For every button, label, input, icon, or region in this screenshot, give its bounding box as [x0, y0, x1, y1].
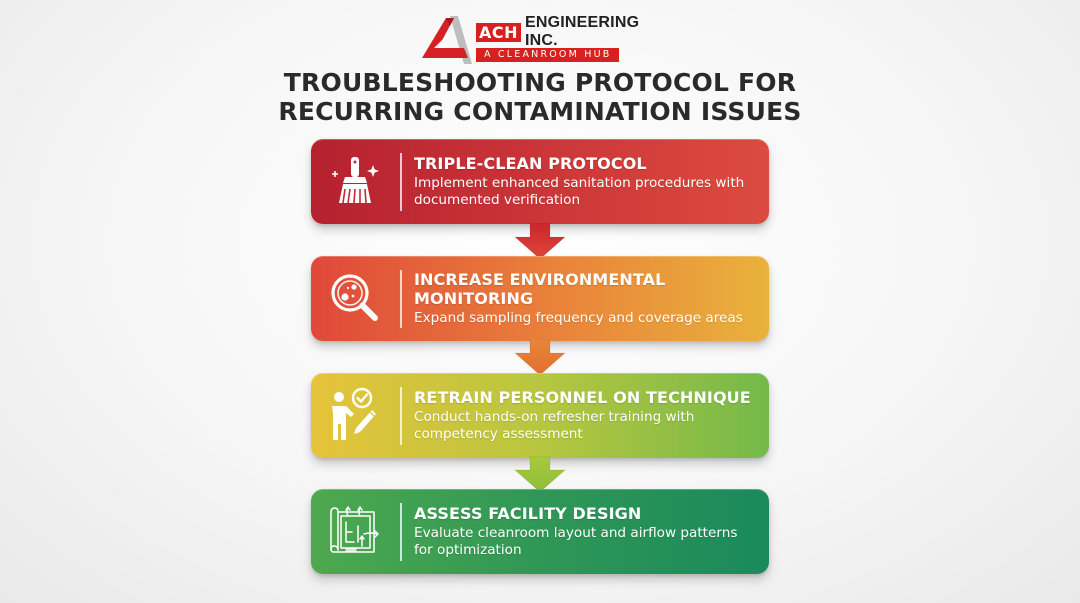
page-title: TROUBLESHOOTING PROTOCOL FOR RECURRING C… — [0, 68, 1080, 126]
title-line-1: TROUBLESHOOTING PROTOCOL FOR — [283, 68, 797, 97]
logo-company-name: ENGINEERING INC. — [525, 14, 640, 49]
step-description: Implement enhanced sanitation procedures… — [414, 175, 745, 208]
step-description: Expand sampling frequency and coverage a… — [414, 310, 743, 326]
step-heading: RETRAIN PERSONNEL ON TECHNIQUE — [414, 388, 751, 407]
step-card-environmental-monitoring: INCREASE ENVIRONMENTAL MONITORING Expand… — [311, 256, 769, 341]
down-arrow-icon — [513, 339, 567, 375]
title-line-2: RECURRING CONTAMINATION ISSUES — [278, 97, 802, 126]
down-arrow-icon — [513, 223, 567, 259]
step-heading: ASSESS FACILITY DESIGN — [414, 504, 642, 523]
card-divider — [400, 387, 402, 445]
step-description: Conduct hands-on refresher training with… — [414, 409, 695, 442]
logo-tagline: A CLEANROOM HUB — [476, 48, 620, 62]
step-description: Evaluate cleanroom layout and airflow pa… — [414, 525, 738, 558]
card-divider — [400, 503, 402, 561]
card-divider — [400, 270, 402, 328]
step-card-triple-clean: TRIPLE-CLEAN PROTOCOL Implement enhanced… — [311, 139, 769, 224]
person-checkmark-pencil-icon — [325, 385, 385, 445]
step-heading: INCREASE ENVIRONMENTAL MONITORING — [414, 270, 666, 308]
triangle-logo-icon — [422, 16, 472, 64]
logo-badge: ACH — [476, 22, 522, 42]
step-card-retrain-personnel: RETRAIN PERSONNEL ON TECHNIQUE Conduct h… — [311, 373, 769, 458]
step-card-facility-design: ASSESS FACILITY DESIGN Evaluate cleanroo… — [311, 489, 769, 574]
card-divider — [400, 153, 402, 211]
magnifier-microbe-icon — [325, 268, 385, 328]
step-heading: TRIPLE-CLEAN PROTOCOL — [414, 154, 647, 173]
company-logo: ACH ENGINEERING INC. A CLEANROOM HUB — [420, 14, 670, 66]
broom-sparkle-icon — [325, 151, 385, 211]
down-arrow-icon — [513, 456, 567, 492]
blueprint-airflow-icon — [325, 501, 385, 561]
